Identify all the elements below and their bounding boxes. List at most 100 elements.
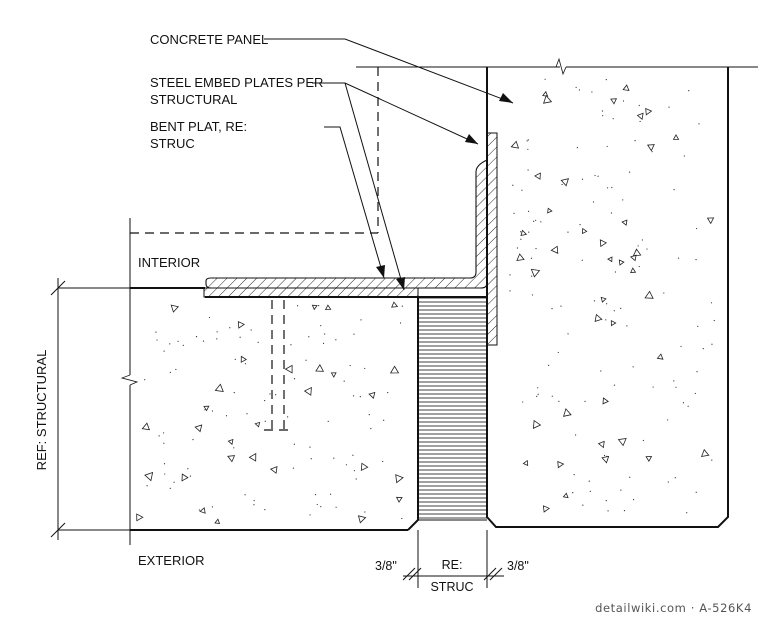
aggregate-dot xyxy=(601,110,604,112)
aggregate-dot xyxy=(606,303,608,305)
aggregate-icon xyxy=(534,172,541,180)
aggregate-icon xyxy=(510,140,520,149)
aggregate-dot xyxy=(187,468,189,470)
aggregate-dot xyxy=(578,89,581,91)
aggregate-dot xyxy=(163,442,165,444)
aggregate-dot xyxy=(522,401,524,403)
aggregate-icon xyxy=(601,455,610,464)
aggregate-dot xyxy=(632,366,634,368)
aggregate-dot xyxy=(269,393,271,395)
aggregate-dot xyxy=(576,147,578,149)
aggregate-dot xyxy=(651,151,653,153)
aggregate-dot xyxy=(512,184,514,186)
aggregate-dot xyxy=(613,384,616,386)
aggregate-icon xyxy=(542,90,549,97)
dim-left-gap: 3/8" xyxy=(375,559,397,573)
aggregate-dot xyxy=(641,239,644,241)
aggregate-icon xyxy=(144,471,154,482)
aggregate-dot xyxy=(309,446,311,448)
aggregate-dot xyxy=(211,410,214,412)
aggregate-dot xyxy=(607,187,609,189)
aggregate-dot xyxy=(698,123,700,125)
aggregate-dot xyxy=(602,115,604,117)
aggregate-dot xyxy=(551,308,553,310)
aggregate-dot xyxy=(335,506,337,508)
aggregate-icon xyxy=(203,405,210,412)
aggregate-dot xyxy=(647,144,649,146)
aggregate-dot xyxy=(582,504,584,506)
aggregate-dot xyxy=(686,512,688,514)
aggregate-icon xyxy=(254,421,261,428)
aggregate-dot xyxy=(513,212,515,214)
aggregate-dot xyxy=(544,78,546,80)
aggregate-icon xyxy=(656,353,664,360)
aggregate-dot xyxy=(695,227,698,230)
aggregate-icon xyxy=(645,107,653,116)
aggregate-dot xyxy=(584,400,586,402)
aggregate-icon xyxy=(602,397,609,405)
aggregate-dot xyxy=(233,447,235,449)
label-exterior: EXTERIOR xyxy=(138,553,204,568)
aggregate-dot xyxy=(567,231,569,233)
aggregate-dot xyxy=(531,275,533,277)
aggregate-icon xyxy=(199,507,206,514)
aggregate-dot xyxy=(540,221,542,223)
aggregate-dot xyxy=(158,435,160,437)
aggregate-icon xyxy=(532,419,542,429)
dimension-joint-width xyxy=(402,530,504,588)
aggregate-dot xyxy=(360,319,362,321)
aggregate-icon xyxy=(644,290,654,299)
aggregate-dot xyxy=(333,457,335,459)
aggregate-dot xyxy=(189,475,192,477)
aggregate-dot xyxy=(144,379,146,381)
aggregate-dot xyxy=(320,325,322,327)
aggregate-dot xyxy=(204,409,206,411)
aggregate-dot xyxy=(383,419,385,421)
aggregate-dot xyxy=(688,90,690,92)
aggregate-dot xyxy=(359,396,361,398)
aggregate-dot xyxy=(264,400,266,402)
aggregate-dot xyxy=(527,139,529,141)
aggregate-dot xyxy=(597,175,599,177)
aggregate-icon xyxy=(324,304,332,311)
aggregate-dot xyxy=(697,325,699,327)
aggregate-dot xyxy=(246,413,248,415)
aggregate-dot xyxy=(668,106,670,108)
aggregate-icon xyxy=(610,320,617,327)
aggregate-icon xyxy=(368,391,376,399)
aggregate-dot xyxy=(233,392,235,394)
aggregate-dot xyxy=(696,371,698,373)
aggregate-icon xyxy=(214,518,221,524)
label-interior: INTERIOR xyxy=(138,255,200,270)
aggregate-icon xyxy=(563,408,572,417)
label-steel-embed-line2: STRUCTURAL xyxy=(150,92,237,107)
aggregate-dot xyxy=(610,212,613,214)
aggregate-dot xyxy=(335,339,337,341)
aggregate-dot xyxy=(634,140,636,142)
aggregate-dot xyxy=(530,257,533,259)
label-concrete-panel: CONCRETE PANEL xyxy=(150,32,268,47)
aggregate-icon xyxy=(248,452,257,462)
aggregate-dot xyxy=(606,145,608,148)
aggregate-dot xyxy=(710,302,713,304)
aggregate-dot xyxy=(694,392,696,395)
aggregate-dot xyxy=(318,305,320,307)
aggregate-dot xyxy=(368,413,370,416)
aggregate-dot xyxy=(320,506,322,508)
aggregate-dot xyxy=(557,351,559,354)
aggregate-dot xyxy=(364,367,366,370)
label-ref-structural: REF: STRUCTURAL xyxy=(34,350,49,471)
aggregate-dot xyxy=(673,380,675,382)
aggregate-dot xyxy=(293,443,295,445)
aggregate-dot xyxy=(309,514,311,516)
aggregate-dot xyxy=(612,118,614,120)
aggregate-dot xyxy=(528,231,530,233)
aggregate-dot xyxy=(673,189,675,191)
aggregate-dot xyxy=(646,248,648,250)
label-steel-embed-line1: STEEL EMBED PLATES PER xyxy=(150,75,323,90)
aggregate-dot xyxy=(620,489,622,491)
label-bent-plat-line1: BENT PLAT, RE: xyxy=(150,119,247,134)
aggregate-dot xyxy=(353,470,356,472)
aggregate-dot xyxy=(253,504,255,506)
embed-plate-horizontal xyxy=(203,287,419,298)
